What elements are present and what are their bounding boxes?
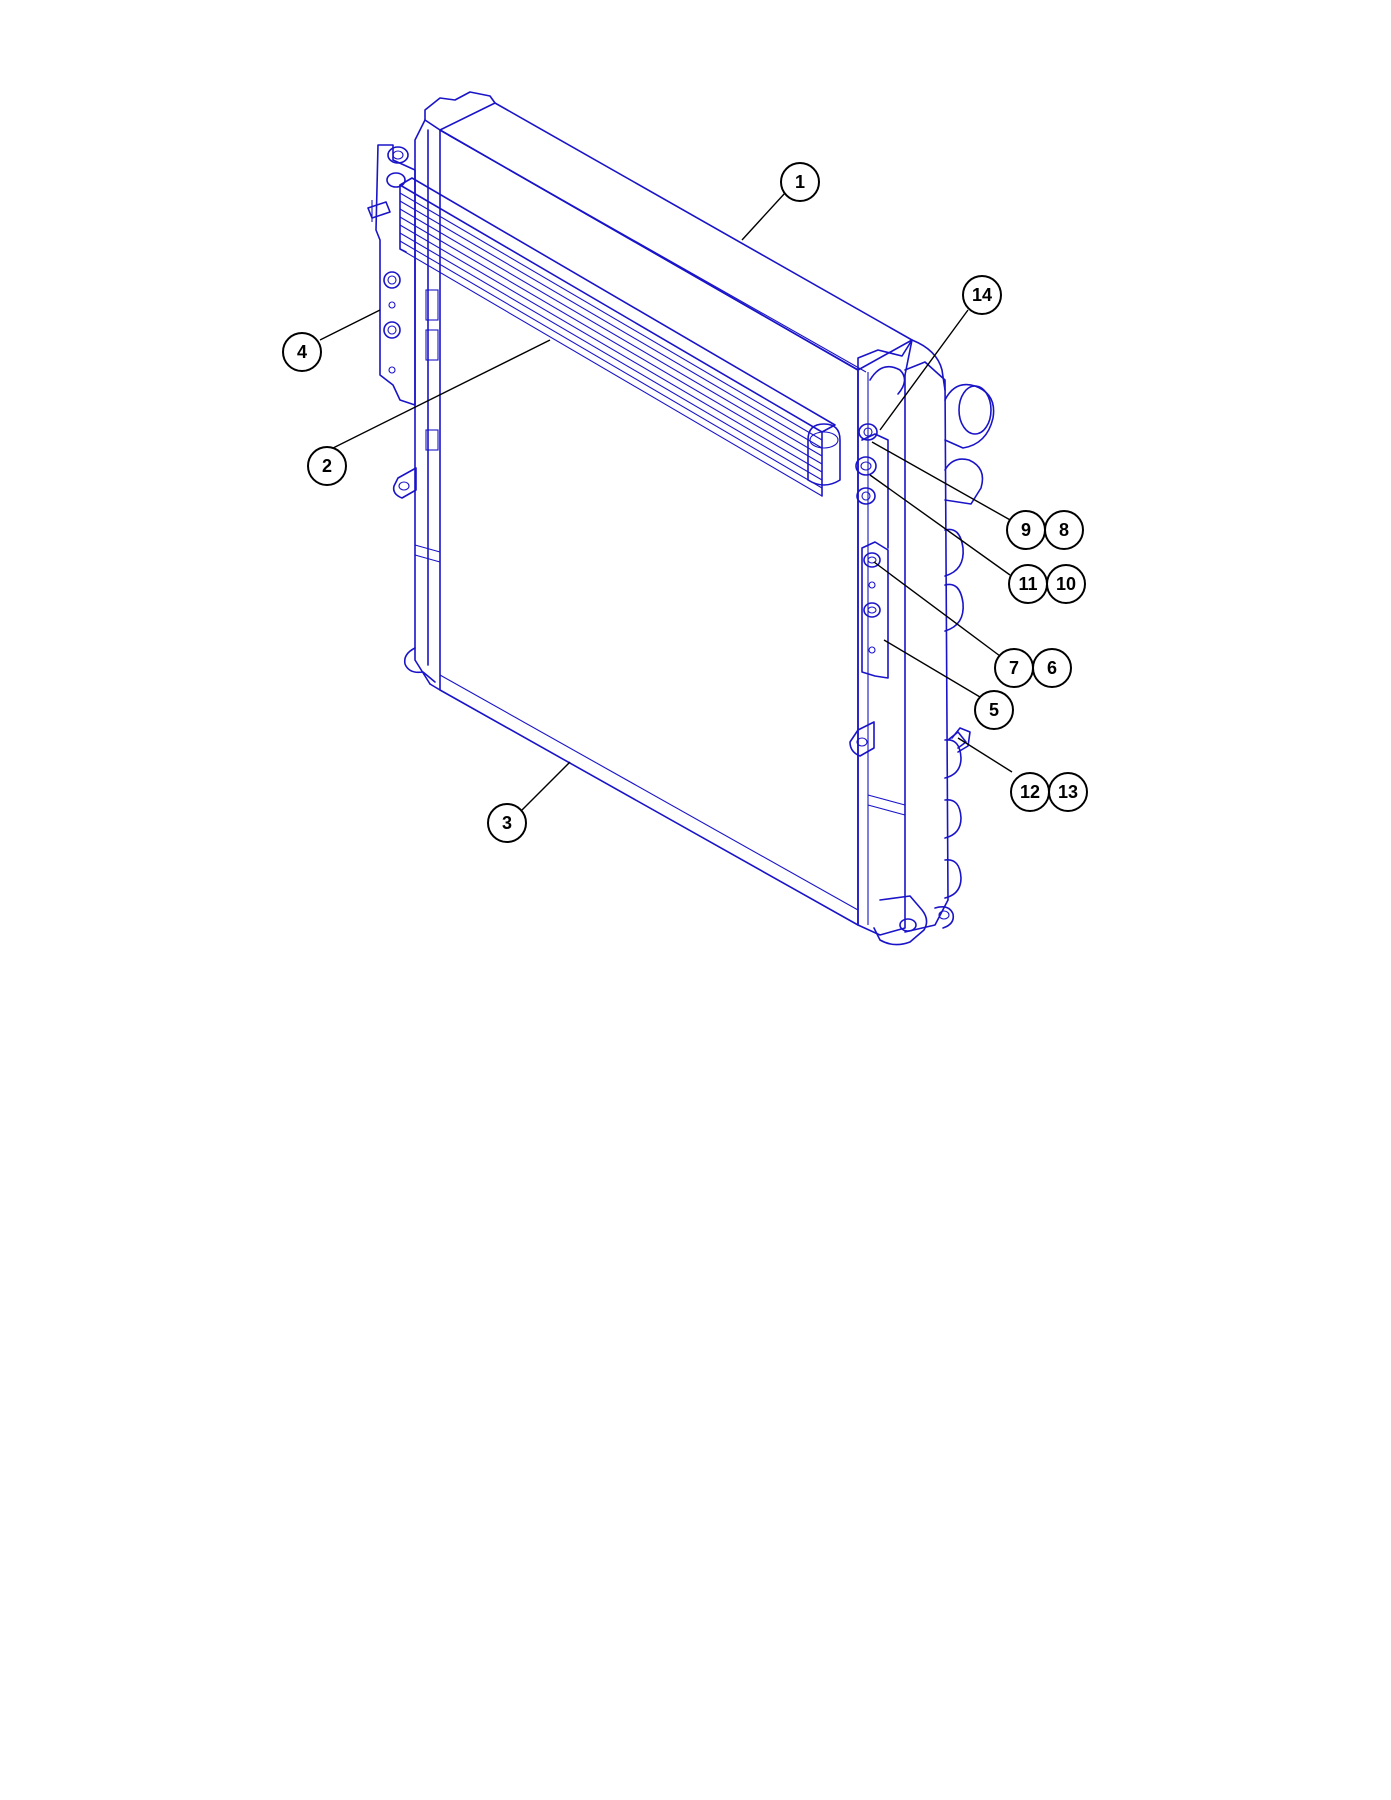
callout-6: 6 — [1032, 648, 1072, 688]
callout-9: 9 — [1006, 510, 1046, 550]
callout-8: 8 — [1044, 510, 1084, 550]
radiator-core — [429, 102, 913, 926]
right-side-tank — [849, 339, 995, 946]
callout-13-label: 13 — [1058, 782, 1078, 802]
callout-11: 11 — [1008, 564, 1048, 604]
callout-8-label: 8 — [1059, 520, 1069, 540]
callout-10-label: 10 — [1056, 574, 1076, 594]
callout-4-label: 4 — [297, 342, 307, 362]
callout-2-label: 2 — [322, 456, 332, 476]
callout-12: 12 — [1010, 772, 1050, 812]
callout-11-label: 11 — [1018, 574, 1037, 594]
callout-4: 4 — [282, 332, 322, 372]
right-bracket — [861, 433, 889, 679]
callout-7: 7 — [994, 648, 1034, 688]
leader-lines — [312, 192, 1013, 812]
fasteners — [855, 423, 971, 753]
callout-5: 5 — [974, 690, 1014, 730]
callouts: 1 2 3 4 5 6 7 8 — [282, 162, 1088, 843]
callout-10: 10 — [1046, 564, 1086, 604]
callout-7-label: 7 — [1009, 658, 1019, 678]
callout-14: 14 — [962, 275, 1002, 315]
callout-9-label: 9 — [1021, 520, 1031, 540]
callout-1-label: 1 — [795, 172, 805, 192]
callout-3: 3 — [487, 803, 527, 843]
callout-14-label: 14 — [972, 285, 992, 305]
left-side-tank — [392, 91, 496, 685]
callout-12-label: 12 — [1020, 782, 1040, 802]
oil-cooler — [367, 172, 841, 497]
callout-2: 2 — [307, 446, 347, 486]
callout-3-label: 3 — [502, 813, 512, 833]
callout-1: 1 — [780, 162, 820, 202]
left-bracket — [375, 144, 416, 406]
callout-13: 13 — [1048, 772, 1088, 812]
callout-5-label: 5 — [989, 700, 999, 720]
callout-6-label: 6 — [1047, 658, 1057, 678]
